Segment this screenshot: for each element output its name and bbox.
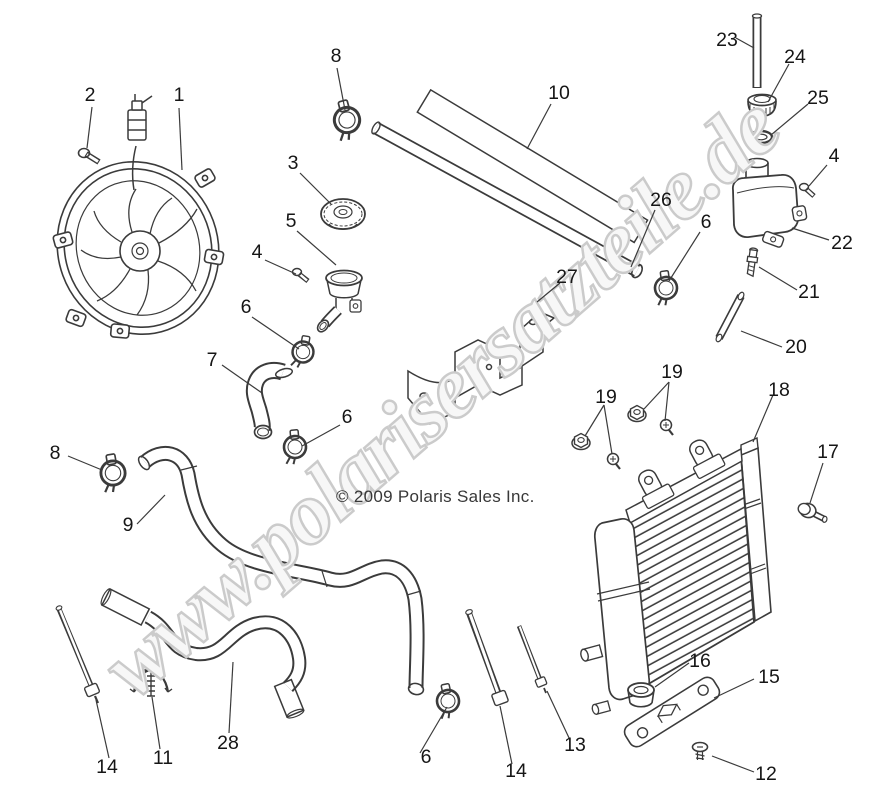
grommet-drawing — [627, 682, 655, 708]
fan-wire-connector — [127, 94, 153, 141]
cooling-fan-drawing — [52, 94, 225, 339]
bolt-drawing — [797, 502, 828, 523]
copyright-text: © 2009 Polaris Sales Inc. — [336, 487, 535, 506]
straight-tube-drawing — [371, 121, 643, 279]
mounting-bracket-drawing — [407, 311, 556, 425]
support-bracket-drawing — [623, 676, 721, 748]
spring-clip-drawing — [129, 668, 173, 697]
nut-screw-drawing — [571, 404, 674, 470]
elbow-hose-drawing — [245, 361, 294, 440]
radiator-cap-drawing — [320, 198, 366, 230]
lower-hose-drawing — [100, 587, 307, 719]
screw-drawing — [291, 182, 816, 283]
overflow-tube-drawing — [715, 291, 745, 343]
radiator-drawing — [580, 436, 772, 715]
fan-screw-drawing — [77, 147, 101, 165]
rod-drawings — [55, 605, 548, 707]
seal-ring-drawing — [748, 129, 774, 145]
push-rivet-drawing — [691, 741, 709, 760]
overflow-bottle-drawing — [715, 13, 808, 343]
bottle-cap-drawing — [747, 93, 777, 117]
bleed-fitting-drawing — [746, 247, 759, 278]
hose-clamps-drawing — [96, 96, 681, 722]
upper-hose-drawing — [137, 446, 425, 696]
filler-neck-drawing — [316, 269, 363, 333]
